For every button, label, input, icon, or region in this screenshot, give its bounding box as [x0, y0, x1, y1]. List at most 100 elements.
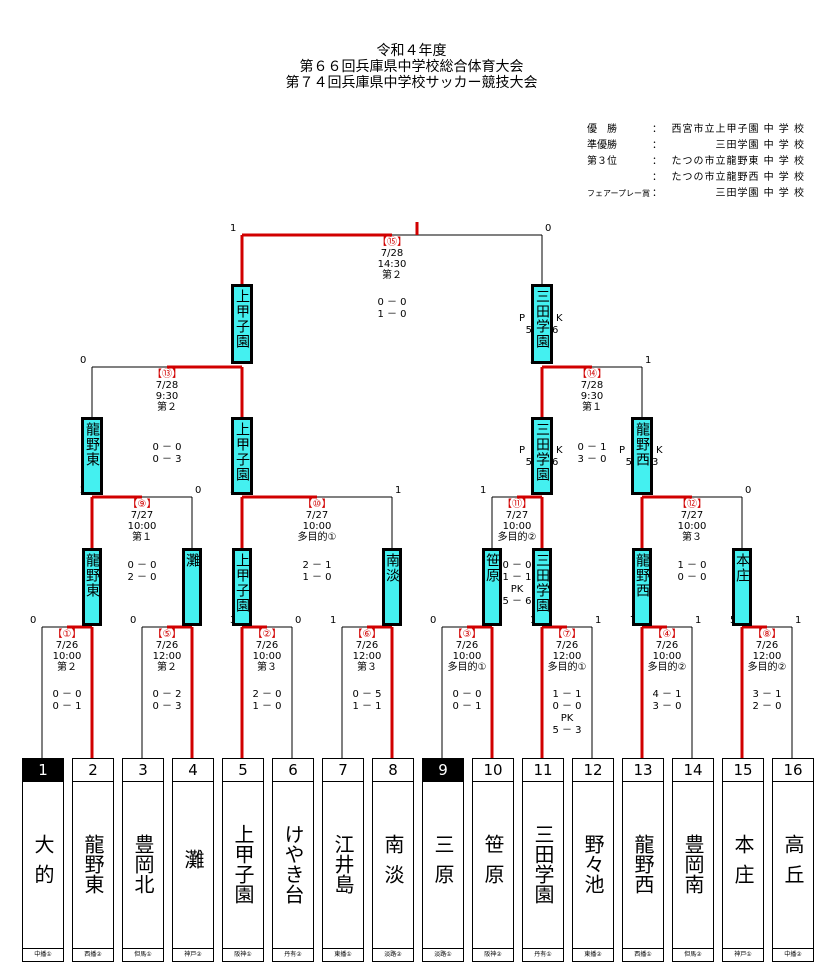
result-value: たつの市立龍野東 中 学 校: [671, 156, 805, 167]
match-venue: 第１: [132, 532, 152, 543]
result-value: 三田学園 中 学 校: [715, 188, 805, 199]
winner-name: 龍野東: [84, 422, 100, 467]
team-region: 中播②: [772, 948, 814, 962]
winner-name: 上甲子園: [234, 289, 250, 349]
team-number: 6: [272, 758, 314, 782]
winner-box: 南淡: [382, 548, 402, 626]
winner-name: 灘: [184, 553, 200, 568]
team-number: 7: [322, 758, 364, 782]
match-id: 【⑭】: [577, 369, 607, 380]
match-id: 【⑥】: [352, 629, 382, 640]
match-date: 7/26: [555, 640, 579, 651]
result-colon: ：: [652, 140, 662, 151]
side-score-left: 0: [130, 615, 137, 626]
match-id: 【④】: [652, 629, 682, 640]
title-line-3: 第７４回兵庫県中学校サッカー競技大会: [285, 75, 538, 91]
match-time: 9:30: [580, 391, 604, 402]
team-region: 淡路②: [372, 948, 414, 962]
team-box: 16 高丘中播②: [772, 758, 814, 962]
team-name: 三田学園: [531, 824, 555, 904]
team-number: 13: [622, 758, 664, 782]
match-venue: 第２: [57, 662, 77, 673]
pk-score: 5 6: [525, 457, 559, 468]
result-colon: ：: [652, 156, 662, 167]
winner-name: 笹原: [484, 553, 500, 583]
match-id: 【②】: [252, 629, 282, 640]
match-id: 【⑫】: [677, 499, 707, 510]
match-id: 【③】: [452, 629, 482, 640]
match-time: 10:00: [452, 651, 482, 662]
winner-box: 龍野東: [81, 417, 103, 495]
match-date: 7/27: [130, 510, 154, 521]
match-id: 【①】: [52, 629, 82, 640]
match-id: 【⑦】: [552, 629, 582, 640]
result-label: フェアープレー賞: [587, 189, 651, 198]
pk-tag-p: P: [519, 445, 526, 456]
match-date: 7/26: [655, 640, 679, 651]
side-score-left: 1: [230, 223, 237, 234]
team-name: 南淡: [381, 834, 405, 894]
side-score-right: 1: [645, 355, 652, 366]
team-name: 豊岡北: [131, 834, 155, 894]
match-date: 7/26: [55, 640, 79, 651]
match-score: 0 － 0 0 － 1: [52, 689, 82, 712]
team-number: 8: [372, 758, 414, 782]
result-value: 西宮市立上甲子園 中 学 校: [671, 124, 805, 135]
team-region: 中播①: [22, 948, 64, 962]
match-score: 1 － 1 0 － 0 PK 5 － 3: [552, 689, 582, 736]
result-colon: ：: [652, 124, 662, 135]
winner-box: 上甲子園: [231, 284, 253, 364]
result-row: 優 勝：西宮市立上甲子園 中 学 校: [587, 122, 805, 138]
match-venue: 第２: [157, 402, 177, 413]
team-number: 16: [772, 758, 814, 782]
match-time: 12:00: [352, 651, 382, 662]
match-venue: 多目的②: [497, 532, 537, 543]
team-region: 東播①: [322, 948, 364, 962]
winner-name: 上甲子園: [234, 422, 250, 482]
match-time: 14:30: [377, 259, 407, 270]
winner-name: 三田学園: [534, 553, 550, 613]
match-score: 2 － 1 1 － 0: [302, 560, 332, 583]
match-time: 10:00: [502, 521, 532, 532]
pk-tag-k: K: [656, 445, 663, 456]
match-score: 0 － 2 0 － 3: [152, 689, 182, 712]
match-score: 2 － 0 1 － 0: [252, 689, 282, 712]
team-region: 阪神①: [222, 948, 264, 962]
match-score: 1 － 0 0 － 0: [677, 560, 707, 583]
team-name: 大的: [31, 834, 55, 894]
match-date: 7/28: [155, 380, 179, 391]
match-id: 【⑬】: [152, 369, 182, 380]
match-venue: 第３: [682, 532, 702, 543]
team-region: 神戸①: [722, 948, 764, 962]
match-score: 0 － 0 1 － 0: [377, 297, 407, 320]
team-number: 12: [572, 758, 614, 782]
side-score-right: 0: [195, 485, 202, 496]
result-row: 準優勝：三田学園 中 学 校: [587, 138, 805, 154]
side-score-right: 1: [795, 615, 802, 626]
team-number: 2: [72, 758, 114, 782]
side-score-right: 1: [595, 615, 602, 626]
match-date: 7/27: [305, 510, 329, 521]
team-name: 豊岡南: [681, 834, 705, 894]
team-number: 14: [672, 758, 714, 782]
team-name: 高丘: [781, 834, 805, 894]
team-number: 3: [122, 758, 164, 782]
match-time: 10:00: [252, 651, 282, 662]
match-date: 7/26: [455, 640, 479, 651]
match-id: 【⑩】: [302, 499, 332, 510]
match-venue: 第３: [357, 662, 377, 673]
result-value: たつの市立龍野西 中 学 校: [671, 172, 805, 183]
team-region: 神戸②: [172, 948, 214, 962]
title-line-2: 第６６回兵庫県中学校総合体育大会: [299, 59, 524, 75]
winner-name: 龍野東: [84, 553, 100, 598]
side-score-left: 0: [30, 615, 37, 626]
match-date: 7/26: [155, 640, 179, 651]
team-region: 但馬①: [122, 948, 164, 962]
